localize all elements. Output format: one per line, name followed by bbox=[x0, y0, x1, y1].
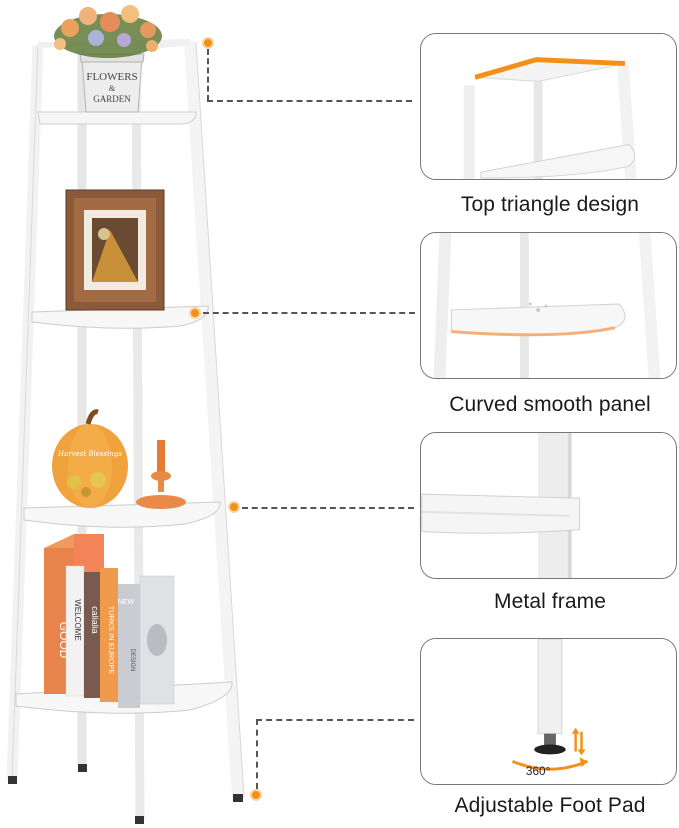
book-stack: GOOD WELCOME calialia TURKS IN EUROPE NE… bbox=[44, 534, 175, 708]
ladder-shelf-illustration: FLOWERS & GARDEN Harvest Blessings bbox=[6, 5, 245, 824]
feature-caption: Adjustable Foot Pad bbox=[454, 794, 646, 817]
pumpkin-decor: Harvest Blessings bbox=[52, 409, 128, 508]
callout-dot bbox=[202, 37, 214, 49]
book-title: WELCOME bbox=[73, 599, 82, 640]
foot-pad-detail-icon: 360° bbox=[421, 639, 676, 784]
feature-card-top-triangle bbox=[420, 33, 677, 180]
feature-caption: Curved smooth panel bbox=[449, 393, 651, 416]
pumpkin-script: Harvest Blessings bbox=[57, 450, 122, 458]
callout-dot bbox=[250, 789, 262, 801]
callout-connector bbox=[256, 719, 258, 789]
callout-dot bbox=[228, 501, 240, 513]
book bbox=[100, 568, 118, 702]
curved-panel-detail-icon bbox=[421, 233, 676, 378]
foot-pad bbox=[135, 816, 144, 824]
feature-card-curved-panel bbox=[420, 232, 677, 379]
feature-caption: Top triangle design bbox=[460, 193, 640, 216]
feature-caption: Metal frame bbox=[494, 590, 606, 613]
foot-pad bbox=[78, 764, 87, 772]
planter-label-top: FLOWERS bbox=[86, 71, 137, 83]
book-title: calialia bbox=[90, 606, 100, 634]
planter-label-bottom: GARDEN bbox=[93, 94, 131, 104]
foot-pad bbox=[8, 776, 17, 784]
feature-card-metal-frame bbox=[420, 432, 677, 579]
callout-connector bbox=[256, 719, 414, 721]
planter-label-mid: & bbox=[109, 84, 116, 93]
callout-connector bbox=[207, 100, 412, 102]
shelf-3 bbox=[23, 501, 221, 528]
top-triangle-detail-icon bbox=[421, 34, 676, 179]
callout-connector bbox=[203, 312, 415, 314]
picture-frame bbox=[65, 189, 165, 311]
foot-pad bbox=[233, 794, 243, 802]
callout-dot bbox=[189, 307, 201, 319]
flower-planter: FLOWERS & GARDEN bbox=[54, 5, 162, 113]
shelf-1 bbox=[37, 111, 197, 125]
book bbox=[84, 572, 100, 698]
callout-connector bbox=[207, 49, 209, 101]
book bbox=[118, 584, 140, 708]
candlestick bbox=[136, 440, 186, 509]
callout-connector bbox=[242, 507, 414, 509]
front-leg bbox=[184, 41, 244, 799]
book-title: TURKS IN EUROPE bbox=[107, 606, 116, 675]
rotation-badge: 360° bbox=[526, 764, 551, 778]
feature-card-foot-pad: 360° bbox=[420, 638, 677, 785]
book-title: NEW bbox=[118, 599, 135, 606]
book-title: DESIGN bbox=[129, 648, 135, 671]
metal-frame-detail-icon bbox=[421, 433, 676, 578]
